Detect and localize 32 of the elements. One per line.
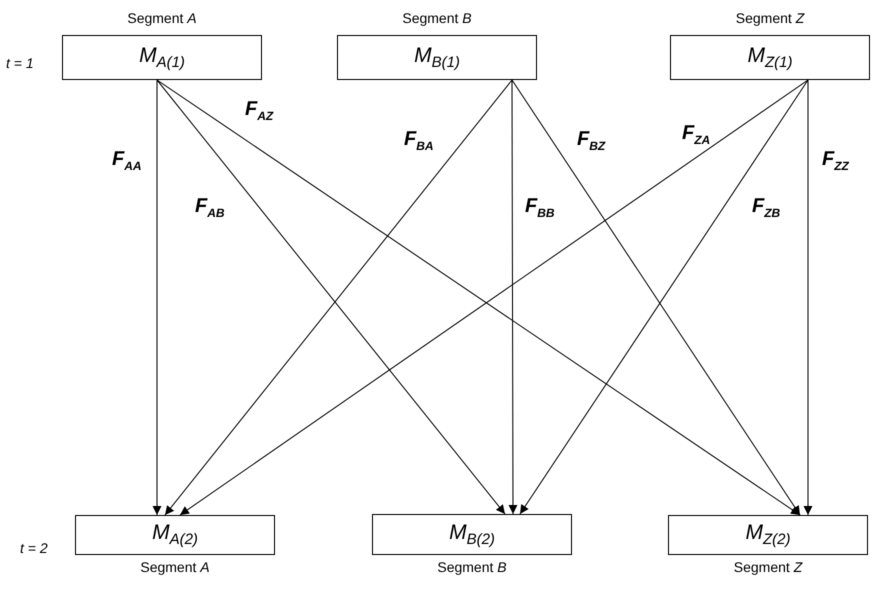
time-label: t = 1 — [6, 55, 34, 71]
edge-label: F$_{AA}$ — [112, 148, 142, 173]
segment-label: Segment B — [437, 559, 507, 575]
segment-label: Segment Z — [734, 559, 802, 575]
edge-label: F$_{AB}$ — [195, 195, 225, 220]
process-box — [372, 514, 572, 555]
edge-label: F$_{ZA}$ — [682, 122, 710, 147]
arrow — [804, 80, 812, 516]
node-label: M$_{Z(1)}$ — [748, 44, 792, 72]
arrow — [508, 80, 518, 514]
edge-label: F$_{AZ}$ — [245, 98, 274, 123]
segment-label: Segment B — [402, 10, 472, 26]
edge-label: F$_{ZZ}$ — [822, 148, 849, 173]
process-box — [62, 35, 262, 80]
process-box — [668, 515, 868, 555]
node-label: M$_{A(2)}$ — [152, 521, 198, 549]
edge-label: F$_{BB}$ — [525, 195, 555, 220]
process-box — [670, 35, 870, 80]
segment-label: Segment Z — [736, 10, 804, 26]
segment-label: Segment A — [140, 559, 210, 575]
segment-label: Segment A — [127, 10, 197, 26]
edge-label: F$_{BA}$ — [404, 128, 434, 153]
node-label: M$_{A(1)}$ — [139, 44, 185, 72]
edge-label: F$_{ZB}$ — [752, 195, 780, 220]
edge-label: F$_{BZ}$ — [577, 128, 606, 153]
process-box — [75, 515, 275, 555]
node-label: M$_{B(2)}$ — [449, 520, 495, 548]
arrow — [152, 80, 162, 516]
time-label: t = 2 — [20, 540, 48, 556]
node-label: M$_{Z(2)}$ — [746, 521, 790, 549]
process-box — [337, 35, 537, 80]
node-label: M$_{B(1)}$ — [414, 44, 460, 72]
